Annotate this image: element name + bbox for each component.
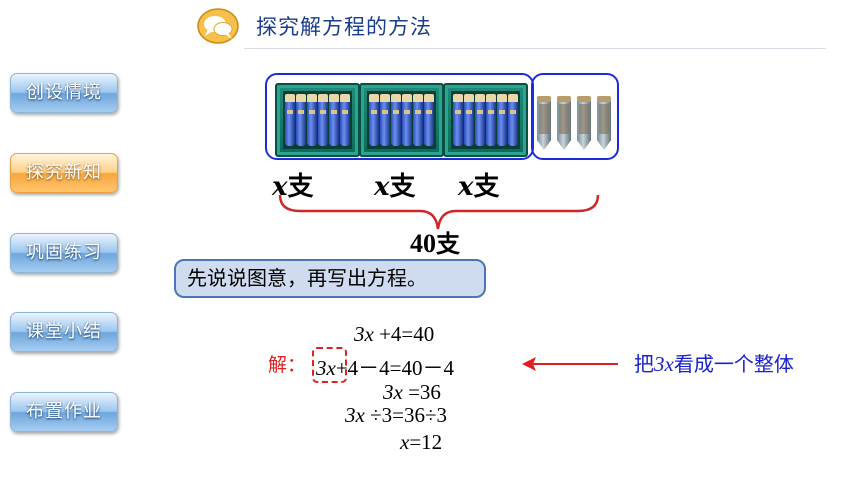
- sidebar-item-summary[interactable]: 课堂小结: [10, 312, 118, 352]
- boxed-groups-outline: [265, 73, 534, 160]
- equation-line-1: 3x +4=40: [354, 322, 435, 346]
- equation-line-3: 3x =36: [383, 380, 441, 404]
- equation-line-2: 3x+4－4=40－4: [316, 356, 455, 380]
- solve-label: 解：: [268, 354, 307, 376]
- whole-unit-note: 把3x看成一个整体: [634, 352, 794, 376]
- group-label: x支: [272, 172, 314, 202]
- loose-pencils-outline: [531, 73, 619, 160]
- page-title: 探究解方程的方法: [256, 15, 432, 39]
- pencil-box: [359, 83, 444, 157]
- sidebar-item-practice[interactable]: 巩固练习: [10, 233, 118, 273]
- pencil-box: [275, 83, 360, 157]
- sidebar-item-explore-new[interactable]: 探究新知: [10, 153, 118, 193]
- total-brace: [278, 194, 600, 230]
- equation-line-4: 3x ÷3=36÷3: [345, 403, 447, 427]
- equation-line-5: x=12: [400, 430, 443, 454]
- pencil-icon: [597, 96, 611, 150]
- pencil-icon: [577, 96, 591, 150]
- group-label: x支: [374, 172, 416, 202]
- question-prompt: 先说说图意，再写出方程。: [174, 259, 486, 298]
- sidebar-item-homework[interactable]: 布置作业: [10, 392, 118, 432]
- sidebar-item-create-scenario[interactable]: 创设情境: [10, 73, 118, 113]
- speech-bubbles-icon: [197, 8, 239, 44]
- pencil-icon: [537, 96, 551, 150]
- pencil-box: [443, 83, 528, 157]
- group-label: x支: [458, 172, 500, 202]
- total-label: 40支: [410, 229, 460, 258]
- pencil-icon: [557, 96, 571, 150]
- highlight-box: [312, 347, 347, 383]
- header-divider: [244, 48, 826, 49]
- arrow-left-icon: [522, 357, 618, 371]
